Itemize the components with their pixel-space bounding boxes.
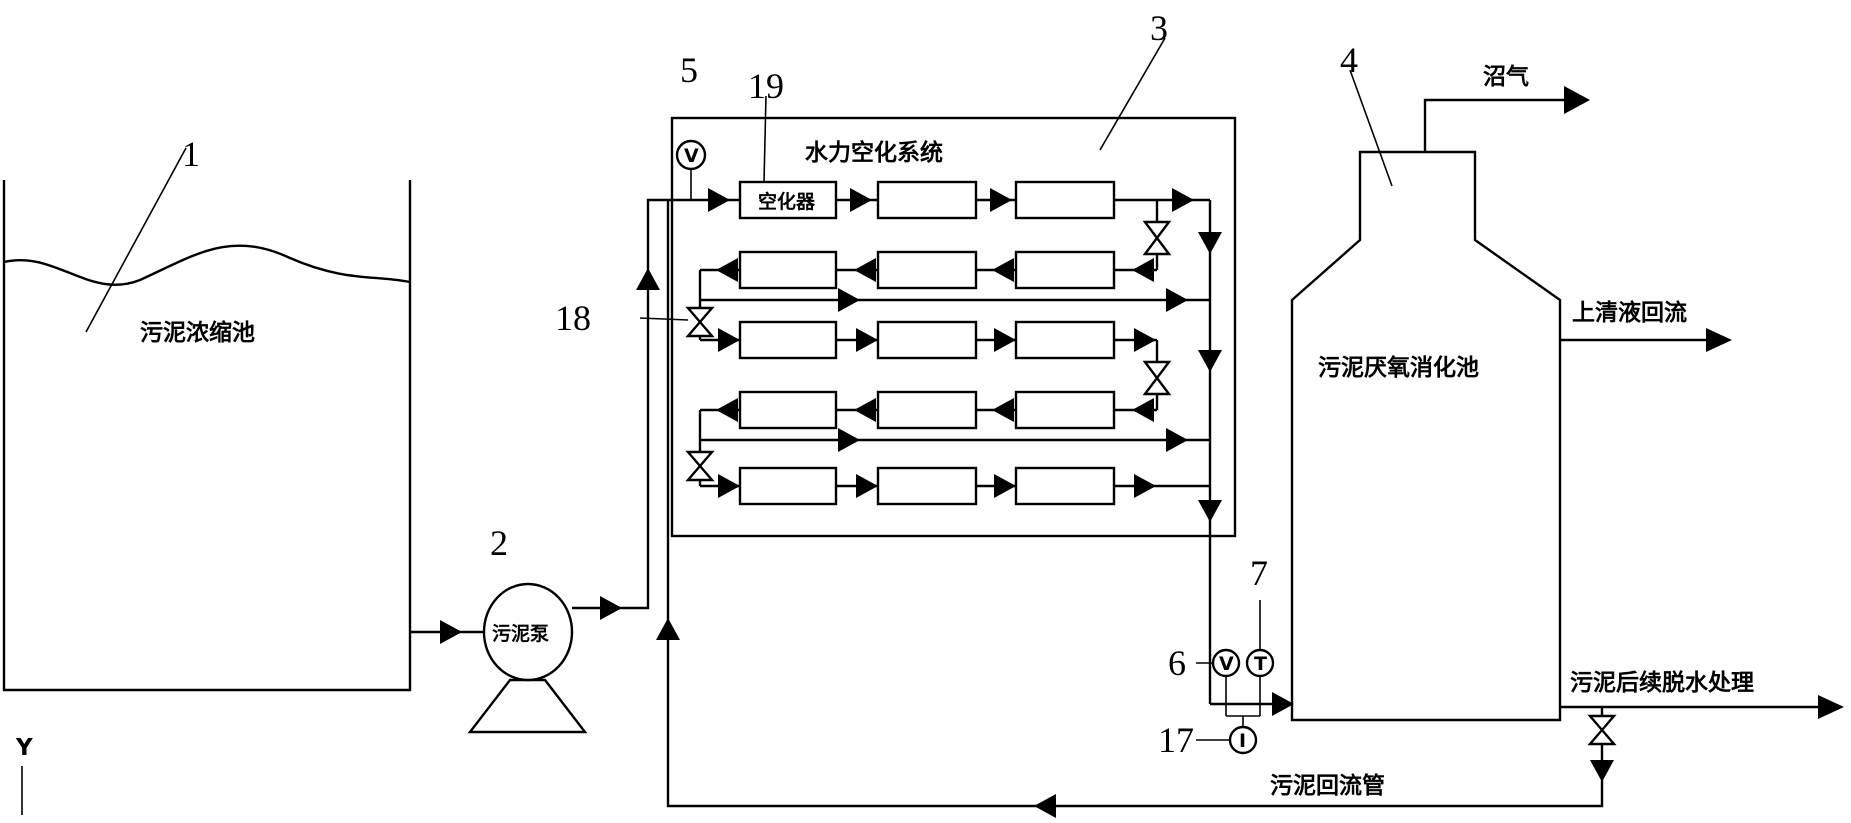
num-18: 18 xyxy=(555,298,591,338)
flow-arrow xyxy=(854,258,876,282)
flow-arrow xyxy=(1132,398,1154,422)
cavitator-row5-2 xyxy=(876,466,978,506)
flow-arrow xyxy=(1198,232,1222,254)
label-return-pipe: 污泥回流管 xyxy=(1270,772,1385,799)
num-1: 1 xyxy=(182,134,200,174)
num-19: 19 xyxy=(748,66,784,106)
flow-arrow xyxy=(850,188,872,212)
flow-arrow xyxy=(1172,188,1194,212)
cavitator-row3-2 xyxy=(876,320,978,360)
cavitator-1 xyxy=(738,180,838,220)
flow-arrow xyxy=(992,258,1014,282)
cavitator-row4-2 xyxy=(876,390,978,430)
cavitator-row3-1 xyxy=(738,320,838,360)
num-3: 3 xyxy=(1150,8,1168,48)
flow-arrow xyxy=(1134,474,1156,498)
num-4: 4 xyxy=(1340,40,1358,80)
label-cavitator: 空化器 xyxy=(758,190,816,213)
flow-arrow xyxy=(854,398,876,422)
flow-arrow xyxy=(856,474,878,498)
flow-arrow xyxy=(1590,760,1614,782)
num-17: 17 xyxy=(1158,720,1194,760)
digester-tank xyxy=(1290,150,1562,722)
meter-17-symbol: I xyxy=(1239,730,1246,752)
flow-arrow xyxy=(716,398,738,422)
flow-arrow xyxy=(1132,258,1154,282)
label-supernatant-return: 上清液回流 xyxy=(1572,299,1687,326)
flow-arrow xyxy=(992,398,1014,422)
flow-arrow xyxy=(1706,328,1732,352)
meter-5-symbol: V xyxy=(684,145,699,167)
flow-arrow xyxy=(440,620,462,644)
flow-arrow xyxy=(856,328,878,352)
flow-arrow xyxy=(656,618,680,640)
cavitator-row1-3 xyxy=(1014,180,1116,220)
meter-7-symbol: T xyxy=(1254,653,1267,675)
flow-arrow xyxy=(600,596,622,620)
num-2: 2 xyxy=(490,523,508,563)
valve-18 xyxy=(685,306,715,338)
flow-arrow xyxy=(838,428,860,452)
flow-arrow xyxy=(1134,328,1156,352)
flow-arrow xyxy=(718,328,740,352)
label-digester: 污泥厌氧消化池 xyxy=(1318,354,1479,381)
cavitator-row1-2 xyxy=(876,180,978,220)
cavitator-row5-1 xyxy=(738,466,838,506)
valve xyxy=(685,450,715,482)
flow-arrow xyxy=(1198,350,1222,372)
cavitator-row2-1 xyxy=(738,250,838,290)
flow-arrow xyxy=(1166,288,1188,312)
cavitator-row4-3 xyxy=(1014,390,1116,430)
cavitation-system-box xyxy=(670,116,1237,538)
label-sludge-pump: 污泥泵 xyxy=(492,623,549,645)
flow-arrow xyxy=(708,188,730,212)
sludge-pump xyxy=(467,582,588,734)
label-biogas: 沼气 xyxy=(1483,63,1529,90)
label-cavitation-system: 水力空化系统 xyxy=(805,139,943,166)
flow-arrow xyxy=(1198,500,1222,522)
num-6: 6 xyxy=(1168,643,1186,683)
num-7: 7 xyxy=(1250,553,1268,593)
cavitator-row4-1 xyxy=(738,390,838,430)
flow-arrow xyxy=(994,474,1016,498)
flow-arrow xyxy=(1564,86,1590,114)
flow-arrow xyxy=(1272,692,1294,716)
label-dewatering: 污泥后续脱水处理 xyxy=(1570,669,1754,696)
cavitator-row2-3 xyxy=(1014,250,1116,290)
valve xyxy=(1587,714,1617,746)
flow-arrow xyxy=(838,288,860,312)
cavitator-row3-3 xyxy=(1014,320,1116,360)
meter-6-symbol: V xyxy=(1219,653,1234,675)
flow-arrow xyxy=(1818,695,1844,719)
valve xyxy=(1142,220,1172,256)
label-thickening-tank: 污泥浓缩池 xyxy=(140,319,255,346)
flow-arrow xyxy=(1166,428,1188,452)
flow-arrow xyxy=(1034,794,1056,818)
cavitator-row5-3 xyxy=(1014,466,1116,506)
thickening-tank xyxy=(2,180,412,692)
flow-arrow xyxy=(990,188,1012,212)
flow-arrow xyxy=(636,268,660,290)
cavitator-row2-2 xyxy=(876,250,978,290)
num-5: 5 xyxy=(680,50,698,90)
flow-arrow xyxy=(718,474,740,498)
flow-arrow xyxy=(716,258,738,282)
flow-arrow xyxy=(994,328,1016,352)
axis-mark: Y xyxy=(15,735,33,761)
valve xyxy=(1142,360,1172,396)
